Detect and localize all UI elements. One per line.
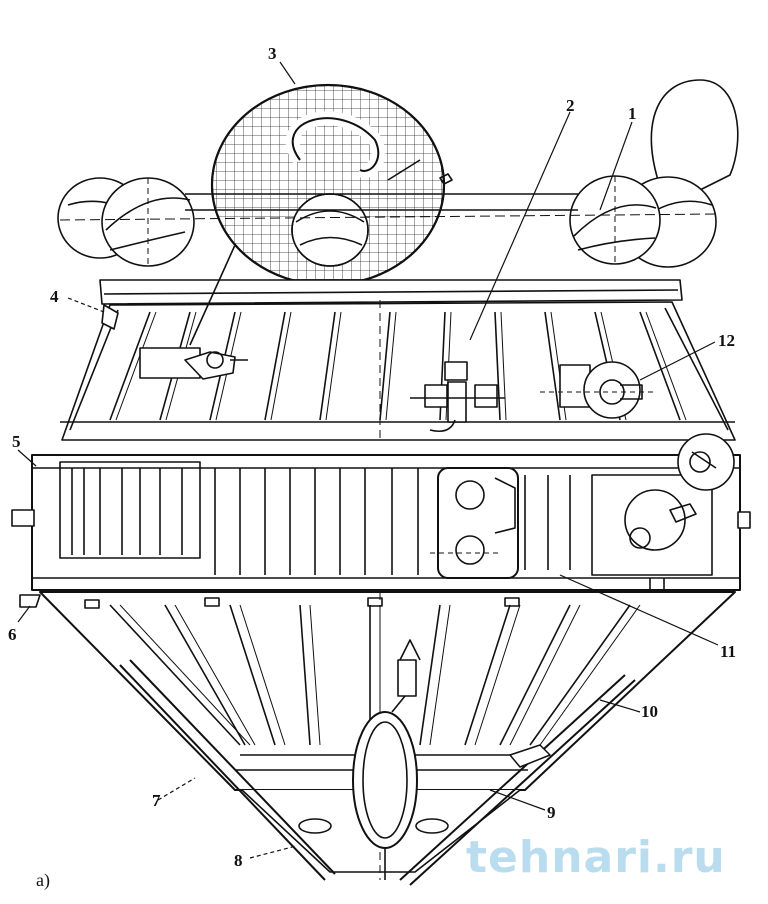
leader-lines: [17, 61, 719, 859]
bottles-left: [57, 177, 195, 267]
top-ring: [99, 279, 683, 305]
callout-12: 12: [718, 331, 735, 350]
small-parts: [101, 304, 119, 330]
watermark: tehnari.ru: [466, 832, 726, 883]
callout-1: 1: [628, 104, 637, 123]
lower-bottle: [352, 639, 421, 880]
valve-assembly: [410, 361, 505, 433]
equipment-band: [11, 433, 751, 608]
callout-10: 10: [641, 702, 658, 721]
callout-9: 9: [547, 803, 556, 822]
callout-11: 11: [720, 642, 737, 661]
callout-3: 3: [268, 44, 277, 63]
callout-8: 8: [234, 851, 243, 870]
callout-2: 2: [566, 96, 575, 115]
callout-5: 5: [12, 432, 21, 451]
bottles-right: [569, 79, 739, 268]
upper-rail: [59, 193, 721, 221]
callout-4: 4: [50, 287, 59, 306]
callout-6: 6: [8, 625, 17, 644]
engine-upper: [540, 361, 655, 419]
callout-7: 7: [152, 791, 161, 810]
panel-label: a): [36, 870, 50, 890]
mesh-antenna: [210, 83, 453, 287]
upper-equipment: [139, 244, 655, 433]
booms: [119, 659, 636, 886]
